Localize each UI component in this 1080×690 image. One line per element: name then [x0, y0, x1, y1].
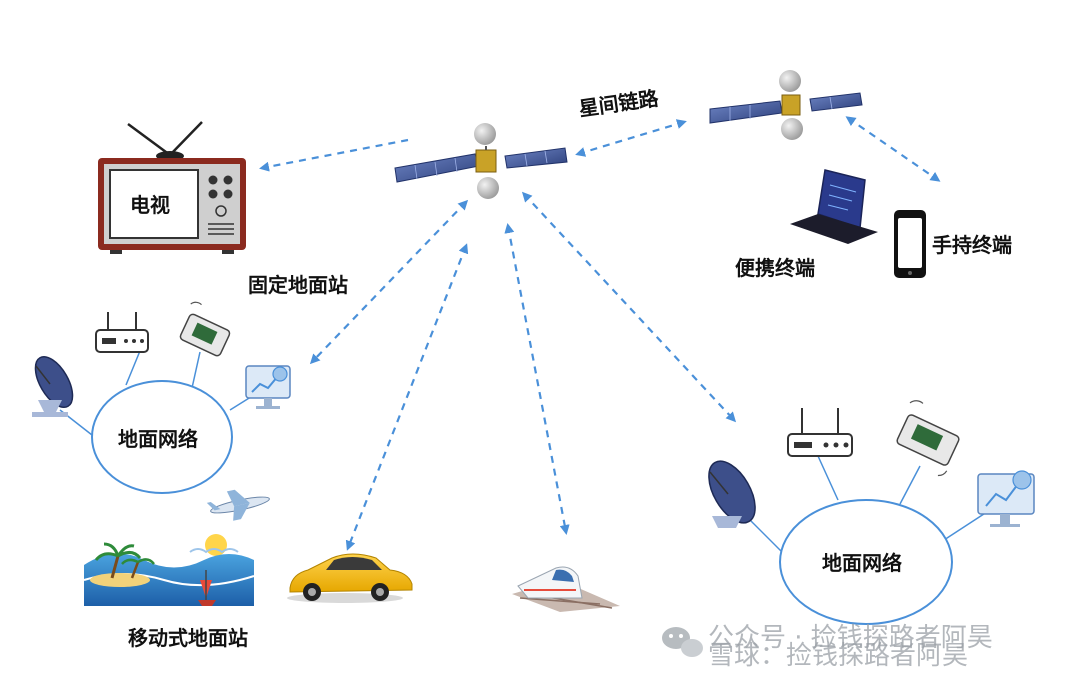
router-icon-left — [95, 312, 149, 353]
satellite-dish-icon-left — [32, 356, 74, 417]
link-sat-handheld — [845, 116, 941, 182]
modem-icon-left — [179, 301, 231, 357]
router-icon-right — [787, 408, 853, 457]
link-sat-tv — [259, 138, 409, 172]
monitor-icon-right — [977, 470, 1035, 527]
beach-boat-icon — [83, 534, 255, 606]
portable-terminal-label: 便携终端 — [735, 256, 815, 280]
watermark-line1: 公众号 · 捡钱探路者阿昊 — [708, 623, 993, 653]
train-icon — [512, 566, 620, 612]
watermark-line2: 雪球：捡钱探路者阿昊 — [708, 641, 968, 671]
fixed-station-label: 固定地面站 — [248, 273, 348, 297]
links — [259, 116, 941, 551]
link-sat-train — [504, 223, 570, 535]
ground-network-right: 地面网络 — [708, 400, 1035, 625]
handheld-terminal-label: 手持终端 — [932, 233, 1012, 257]
wechat-icon — [662, 627, 703, 657]
link-sat-ground-right — [521, 191, 737, 423]
satellite-dish-icon-right — [708, 460, 756, 528]
ground-network-left: 地面网络 — [32, 301, 291, 494]
ground-network-right-ellipse — [779, 499, 953, 625]
ground-network-left-label: 地面网络 — [118, 427, 198, 451]
link-sat-fixed-station — [309, 199, 469, 365]
satellite-icon-relay — [709, 70, 863, 140]
modem-icon-right — [896, 400, 960, 477]
ground-network-right-label: 地面网络 — [822, 551, 902, 575]
satellite-icon-main — [394, 123, 568, 199]
link-sat-car — [345, 243, 469, 551]
airplane-icon — [206, 489, 270, 521]
mobile-station-label: 移动式地面站 — [128, 626, 248, 650]
watermark: 公众号 · 捡钱探路者阿昊 雪球：捡钱探路者阿昊 — [662, 623, 993, 671]
laptop-icon — [790, 169, 878, 244]
link-inter-satellite — [575, 119, 687, 157]
phone-icon — [894, 210, 926, 278]
monitor-icon-left — [245, 365, 291, 409]
car-icon — [287, 553, 413, 603]
inter-satellite-label: 星间链路 — [577, 86, 661, 121]
tv-label: 电视 — [130, 193, 170, 217]
tv-icon — [98, 121, 246, 254]
ground-network-left-ellipse — [91, 380, 233, 494]
